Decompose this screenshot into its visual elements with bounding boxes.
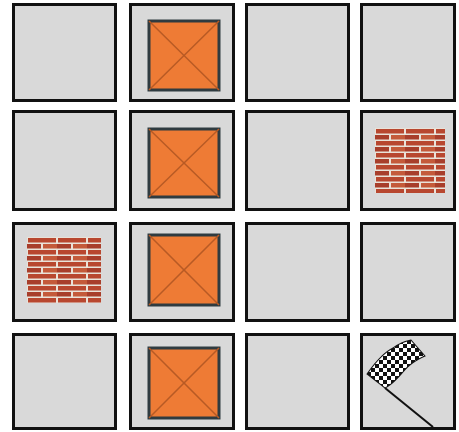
tile-empty[interactable] bbox=[12, 110, 117, 211]
tile-goal-flag[interactable] bbox=[360, 333, 456, 430]
crate-icon bbox=[132, 6, 232, 99]
crate-icon bbox=[132, 225, 232, 319]
tile-brick-wall[interactable] bbox=[360, 110, 456, 211]
tile-crate[interactable] bbox=[129, 3, 235, 102]
tile-empty[interactable] bbox=[12, 3, 117, 102]
tile-empty[interactable] bbox=[245, 222, 350, 322]
tile-brick-wall[interactable] bbox=[12, 222, 117, 322]
brick-wall-icon bbox=[15, 225, 114, 319]
tile-empty[interactable] bbox=[245, 110, 350, 211]
tile-crate[interactable] bbox=[129, 110, 235, 211]
crate-icon bbox=[132, 336, 232, 427]
tile-crate[interactable] bbox=[129, 222, 235, 322]
tile-crate[interactable] bbox=[129, 333, 235, 430]
tile-empty[interactable] bbox=[245, 333, 350, 430]
checkered-flag-icon bbox=[363, 336, 453, 427]
tile-empty[interactable] bbox=[245, 3, 350, 102]
tile-empty[interactable] bbox=[360, 3, 456, 102]
tile-empty[interactable] bbox=[360, 222, 456, 322]
brick-wall-icon bbox=[363, 113, 453, 208]
tile-empty[interactable] bbox=[12, 333, 117, 430]
crate-icon bbox=[132, 113, 232, 208]
